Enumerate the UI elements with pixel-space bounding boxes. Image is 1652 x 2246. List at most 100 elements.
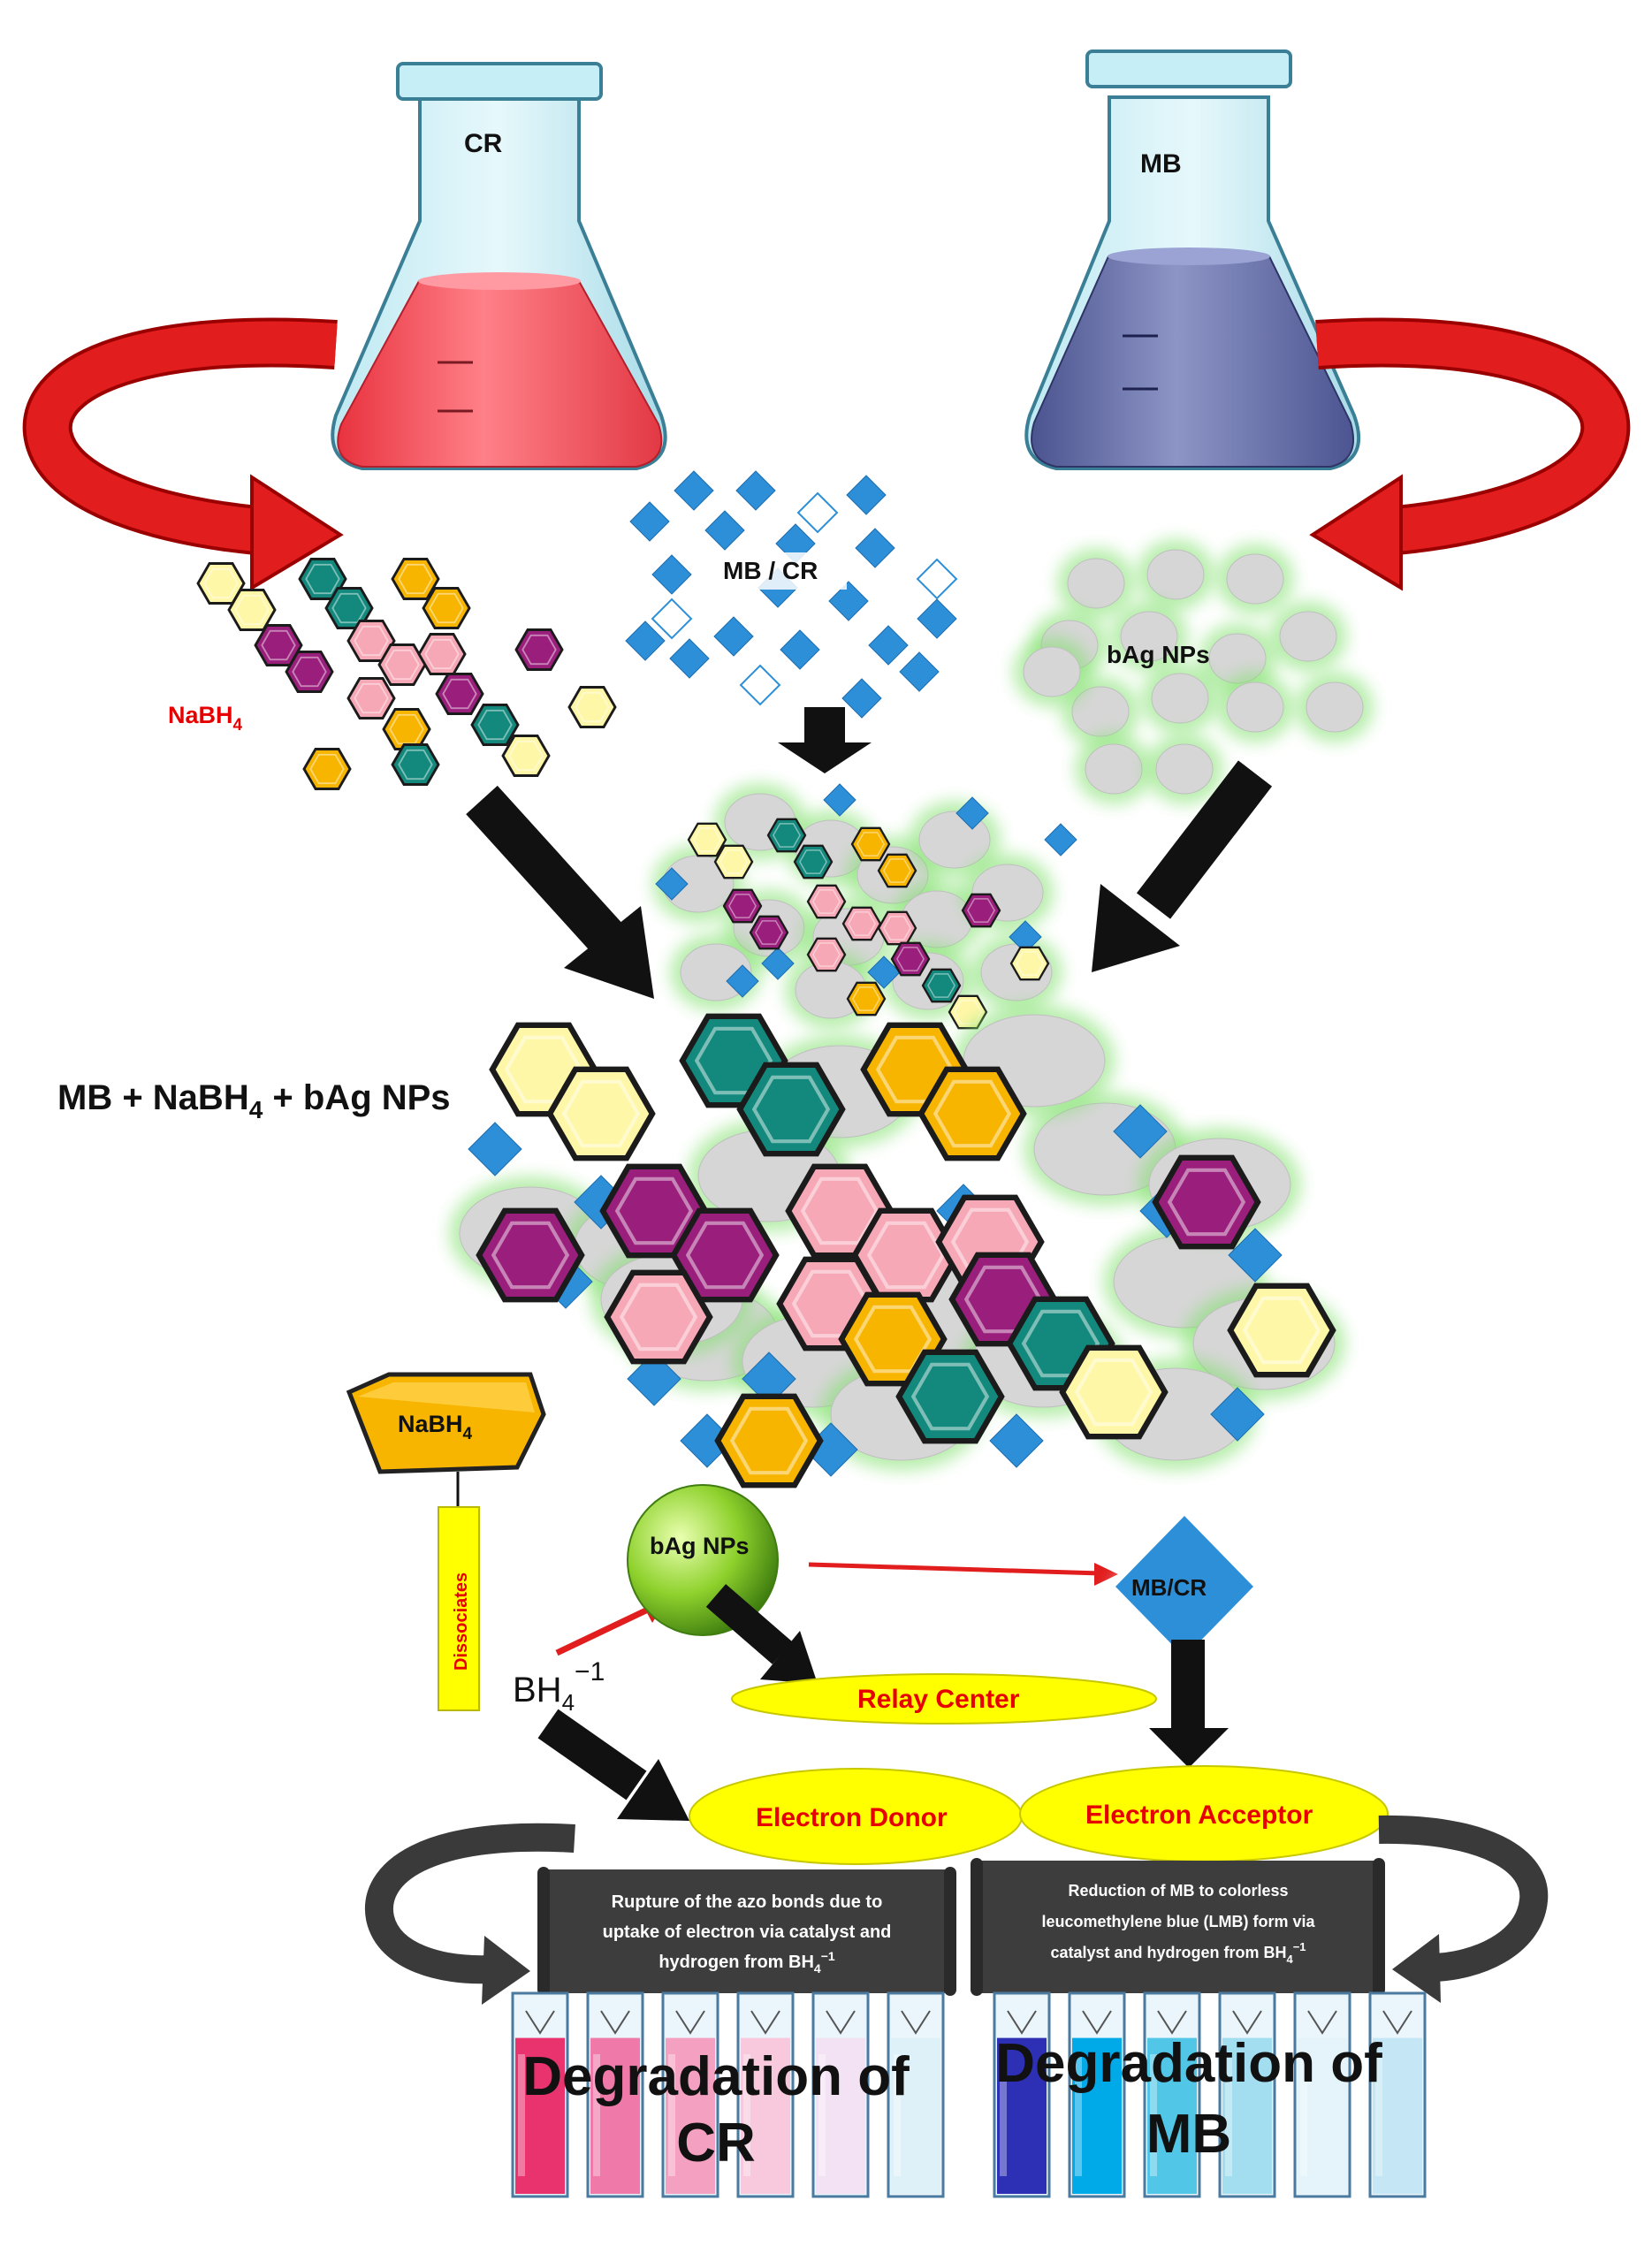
hexagon-molecule: [917, 1066, 1027, 1161]
nanoparticle-label: bAg NPs: [1107, 641, 1210, 668]
dye-label-backdrop: [714, 552, 847, 590]
dye-diamond-label: MB/CR: [1131, 1574, 1207, 1601]
hexagon-molecule: [417, 633, 467, 675]
black-arrow-down-center: [778, 707, 872, 773]
hexagon-molecule: [806, 884, 847, 919]
diamond-molecule: [468, 1122, 522, 1176]
cuvette: [1368, 1991, 1427, 2198]
hexagon-molecule: [806, 937, 847, 972]
hexagon-molecule: [851, 1207, 961, 1303]
hexagon-molecule: [382, 708, 431, 750]
hexagon-molecule: [736, 1062, 846, 1157]
banner-left: Rupture of the azo bonds due to uptake o…: [537, 1867, 956, 1996]
diamond-molecule: [917, 598, 957, 639]
dye-diamond: [1109, 1507, 1260, 1666]
nanoparticle: [1067, 558, 1125, 609]
diamond-molecule: [1228, 1228, 1283, 1283]
diamond-molecule: [655, 867, 689, 901]
mixture-small-cluster: [652, 783, 1077, 1030]
cuvette: [586, 1991, 644, 2198]
dye-cluster-label: MB / CR: [723, 557, 818, 584]
red-arrow-catalyst-to-dye: [808, 1562, 1118, 1586]
flask-cr-liquid: [337, 280, 663, 468]
diamond-molecule: [1210, 1387, 1265, 1442]
dye-molecule-cluster: [625, 470, 958, 719]
hexagon-molecule: [713, 844, 754, 879]
nanoparticle: [1279, 611, 1337, 662]
hexagon-molecule: [1059, 1344, 1169, 1440]
hexagon-molecule: [346, 677, 396, 719]
hexagon-molecule: [895, 1349, 1005, 1444]
hexagon-molecule: [391, 558, 440, 600]
electron-acceptor-label: Electron Acceptor: [1085, 1801, 1313, 1830]
diamond-molecule: [713, 616, 754, 657]
diamond-molecule: [625, 621, 666, 661]
banner-left-line3: hydrogen from BH4−1: [659, 1949, 835, 1976]
hexagon-molecule: [514, 628, 564, 671]
hexagon-molecule: [749, 915, 789, 950]
diamond-molecule: [846, 475, 887, 515]
black-arrow-to-donor: [537, 1709, 689, 1821]
hexagon-molecule: [1227, 1283, 1336, 1378]
hexagon-molecule: [435, 673, 484, 715]
diamond-molecule: [916, 558, 958, 600]
relay-center-label: Relay Center: [857, 1685, 1020, 1714]
nabh4-hexagon-cluster: [196, 558, 617, 790]
hexagon-molecule: [377, 643, 427, 686]
cuvette: [1293, 1991, 1351, 2198]
cuvettes-cr: [511, 1991, 945, 2198]
hexagon-molecule: [470, 704, 520, 746]
hexagon-molecule: [1152, 1154, 1261, 1250]
banner-right-line3: catalyst and hydrogen from BH4−1: [1050, 1940, 1306, 1966]
result-mb-line1: Degradation of: [995, 2033, 1382, 2094]
hexagon-molecule: [877, 910, 917, 946]
diamond-molecule: [899, 651, 940, 692]
cuvette: [661, 1991, 719, 2198]
nanoparticle: [1085, 743, 1143, 795]
cuvette: [511, 1991, 569, 2198]
diamond-molecule: [1044, 823, 1077, 857]
hexagon-molecule: [196, 562, 246, 605]
diamond-molecule: [855, 528, 895, 568]
hexagon-molecule: [961, 893, 1001, 928]
hexagon-molecule: [877, 853, 917, 888]
dissociates-bar: [438, 1506, 480, 1711]
diamond-molecule: [841, 678, 882, 719]
hexagon-molecule: [302, 748, 352, 790]
hexagon-molecule: [422, 587, 471, 629]
nanoparticle: [1146, 549, 1205, 600]
hexagon-molecule: [890, 941, 931, 977]
nanoparticle: [1120, 611, 1178, 662]
banner-right: Reduction of MB to colorless leucomethyl…: [971, 1858, 1385, 1996]
hexagon-molecule: [567, 686, 617, 728]
relay-center-ellipse: [731, 1673, 1157, 1724]
diamond-molecule: [796, 491, 839, 534]
mechanism-nabh4-label: NaBH4: [398, 1411, 473, 1443]
black-arrow-right-diagonal: [1092, 760, 1273, 972]
diamond-molecule: [674, 470, 714, 511]
diamond-molecule: [651, 598, 693, 640]
hexagon-molecule: [670, 1207, 780, 1303]
flask-mb: MB: [1024, 49, 1361, 470]
black-arrow-left-diagonal: [466, 785, 654, 999]
flask-cr: CR: [331, 62, 667, 470]
hexagon-molecule: [604, 1269, 713, 1365]
flask-cr-label: CR: [464, 129, 503, 158]
banner-right-line1: Reduction of MB to colorless: [1068, 1882, 1288, 1900]
nabh4-label: NaBH4: [168, 702, 243, 735]
diamond-molecule: [739, 664, 781, 706]
diamond-molecule: [989, 1413, 1044, 1468]
hexagon-molecule: [841, 906, 882, 941]
black-arrow-to-acceptor: [1149, 1640, 1229, 1768]
cuvette: [887, 1991, 945, 2198]
hexagon-molecule: [846, 981, 887, 1016]
hexagon-molecule: [476, 1207, 585, 1303]
hexagon-molecule: [687, 822, 727, 857]
cuvettes-mb: [993, 1991, 1427, 2198]
hexagon-molecule: [793, 844, 834, 879]
bh4-ion-label: BH4−1: [513, 1657, 605, 1716]
cuvette: [1068, 1991, 1126, 2198]
nanoparticle: [1151, 673, 1209, 724]
result-cr-line2: CR: [676, 2113, 756, 2174]
